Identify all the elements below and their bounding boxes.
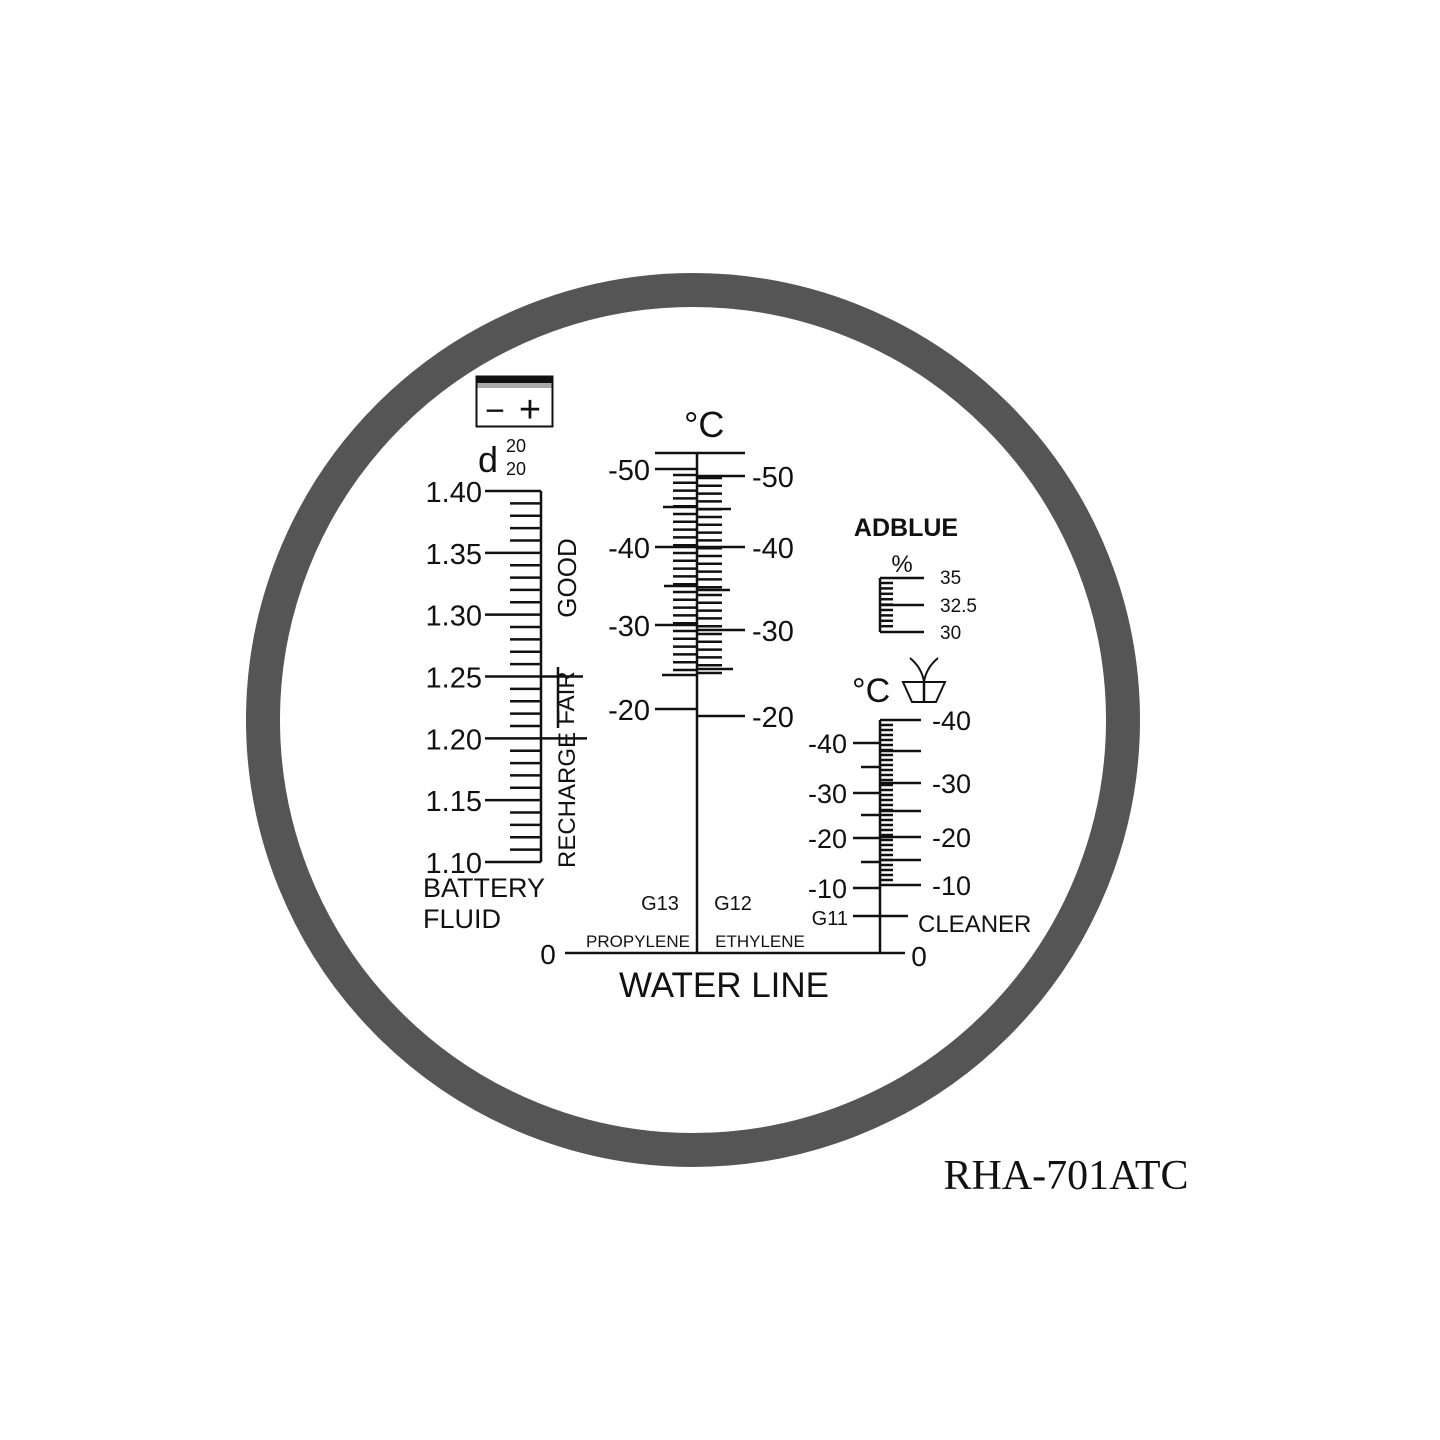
cleaner-right-label: -30 — [932, 769, 971, 799]
density-symbol: d — [478, 439, 498, 480]
cleaner-tick-labels: -40 -30 -20 -10 -40 -30 -20 -10 — [808, 706, 971, 904]
battery-minus: − — [485, 392, 505, 430]
adblue-unit: % — [891, 551, 912, 578]
water-zero-left: 0 — [540, 939, 556, 970]
water-line-label: WATER LINE — [619, 966, 829, 1005]
antifreeze-right-label: -30 — [752, 616, 794, 648]
battery-tick-label: 1.35 — [426, 539, 482, 571]
battery-plus: + — [519, 389, 541, 431]
cleaner-unit: °C — [852, 672, 890, 710]
g11-label: G11 — [812, 908, 848, 930]
density-sub: 20 — [506, 459, 526, 479]
cleaner-scale — [853, 718, 921, 953]
antifreeze-unit: °C — [684, 404, 724, 445]
battery-tick-label: 1.30 — [426, 601, 482, 633]
adblue-tick-35: 35 — [940, 568, 961, 589]
antifreeze-tick-labels: -50 -40 -30 -20 -50 -40 -30 -20 — [608, 455, 794, 734]
antifreeze-left-label: -30 — [608, 611, 650, 643]
water-zero-right: 0 — [911, 941, 927, 972]
zone-good: GOOD — [552, 538, 582, 617]
antifreeze-left-label: -40 — [608, 533, 650, 565]
battery-tick-label: 1.40 — [426, 477, 482, 509]
battery-scale — [485, 489, 587, 864]
cleaner-right-label: -20 — [932, 823, 971, 853]
fluid-label: FLUID — [423, 904, 501, 934]
density-sup: 20 — [506, 436, 526, 456]
battery-tick-label: 1.25 — [426, 663, 482, 695]
model-number: RHA-701ATC — [943, 1153, 1188, 1199]
antifreeze-left-label: -20 — [608, 695, 650, 727]
cleaner-left-label: -30 — [808, 779, 847, 809]
antifreeze-right-label: -50 — [752, 462, 794, 494]
ethylene-label: ETHYLENE — [715, 932, 805, 951]
battery-icon: − + — [475, 375, 554, 431]
cleaner-right-label: -40 — [932, 706, 971, 736]
adblue-title: ADBLUE — [854, 514, 958, 542]
cleaner-left-label: -20 — [808, 824, 847, 854]
adblue-tick-32-5: 32.5 — [940, 596, 977, 617]
cleaner-right-label: -10 — [932, 871, 971, 901]
propylene-label: PROPYLENE — [586, 932, 690, 951]
cleaner-left-label: -40 — [808, 729, 847, 759]
zone-fair: FAIR — [553, 671, 580, 724]
battery-tick-labels: 1.40 1.35 1.30 1.25 1.20 1.15 1.10 — [426, 477, 482, 880]
g13-label: G13 — [641, 893, 679, 915]
battery-tick-label: 1.15 — [426, 786, 482, 818]
eyepiece-ring — [246, 273, 1140, 1167]
adblue-scale — [878, 576, 924, 634]
cleaner-left-label: -10 — [808, 874, 847, 904]
g12-label: G12 — [714, 893, 752, 915]
zone-recharge: RECHARGE — [554, 732, 581, 868]
antifreeze-right-label: -20 — [752, 702, 794, 734]
antifreeze-scale — [655, 451, 745, 953]
cleaner-label: CLEANER — [918, 911, 1031, 938]
antifreeze-left-label: -50 — [608, 455, 650, 487]
windshield-wiper-icon — [901, 657, 947, 703]
battery-tick-label: 1.10 — [426, 848, 482, 880]
antifreeze-right-label: -40 — [752, 533, 794, 565]
battery-tick-label: 1.20 — [426, 724, 482, 756]
adblue-tick-30: 30 — [940, 623, 961, 644]
battery-label: BATTERY — [423, 873, 545, 903]
